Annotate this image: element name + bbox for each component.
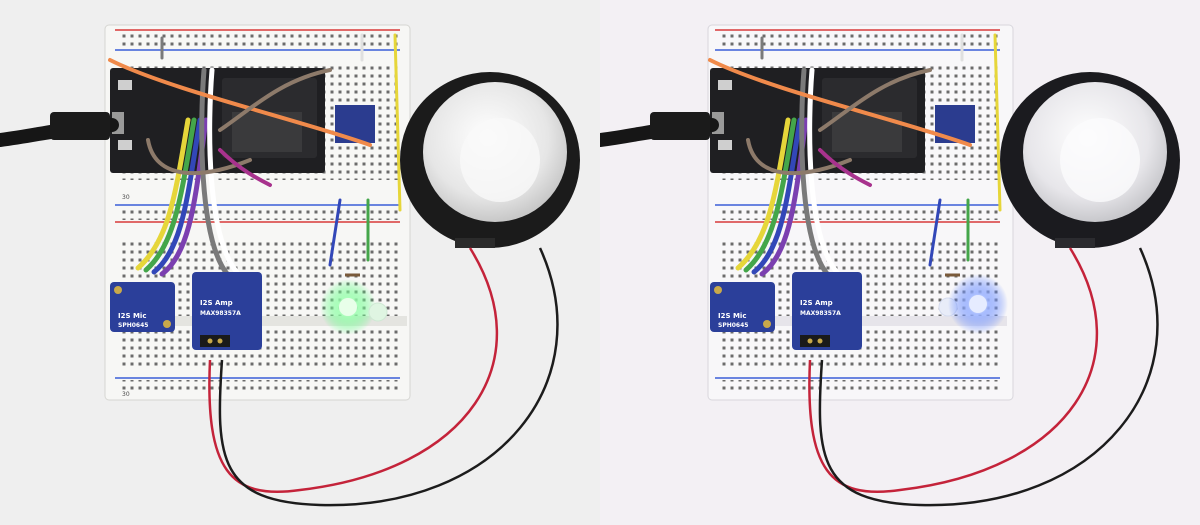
- led-pair: [320, 273, 388, 335]
- usb-plug: [650, 112, 710, 140]
- mic-part: SPH0645: [118, 322, 148, 329]
- led-pair: [938, 273, 1008, 334]
- breadboard-photo-left: 30 30: [0, 24, 580, 507]
- i2s-mic-board: I2S Mic SPH0645: [710, 282, 775, 332]
- amp-label: I2S Amp: [800, 299, 833, 307]
- mic-label: I2S Mic: [118, 312, 146, 320]
- speaker-wires: [208, 247, 559, 507]
- jumper-wires: [708, 33, 1002, 279]
- speaker: [1000, 72, 1180, 248]
- blue-led: [969, 295, 987, 313]
- i2s-amp-board: I2S Amp MAX98357A: [792, 272, 862, 350]
- breadboard-photo-right: I2S Mic SPH0645 I2S Amp MAX98357A: [600, 0, 1200, 525]
- usb-plug: [50, 112, 110, 140]
- amp-part: MAX98357A: [800, 310, 841, 317]
- jumper-wires: [108, 33, 402, 279]
- i2s-mic-board: I2S Mic SPH0645: [110, 282, 175, 332]
- photo-right-blue-led: I2S Mic SPH0645 I2S Amp MAX98357A: [600, 0, 1200, 525]
- mic-label: I2S Mic: [718, 312, 746, 320]
- amp-label: I2S Amp: [200, 299, 233, 307]
- i2s-amp-board: I2S Amp MAX98357A: [192, 272, 262, 350]
- second-led: [368, 302, 388, 322]
- speaker: [400, 72, 580, 248]
- photo-left-green-led: 30 30: [0, 24, 580, 507]
- speaker-wires: [808, 247, 1159, 507]
- mic-part: SPH0645: [718, 322, 748, 329]
- row-numbers-top: 30: [122, 194, 130, 201]
- row-numbers-bottom: 30: [122, 391, 130, 398]
- amp-part: MAX98357A: [200, 310, 241, 317]
- green-led: [339, 298, 357, 316]
